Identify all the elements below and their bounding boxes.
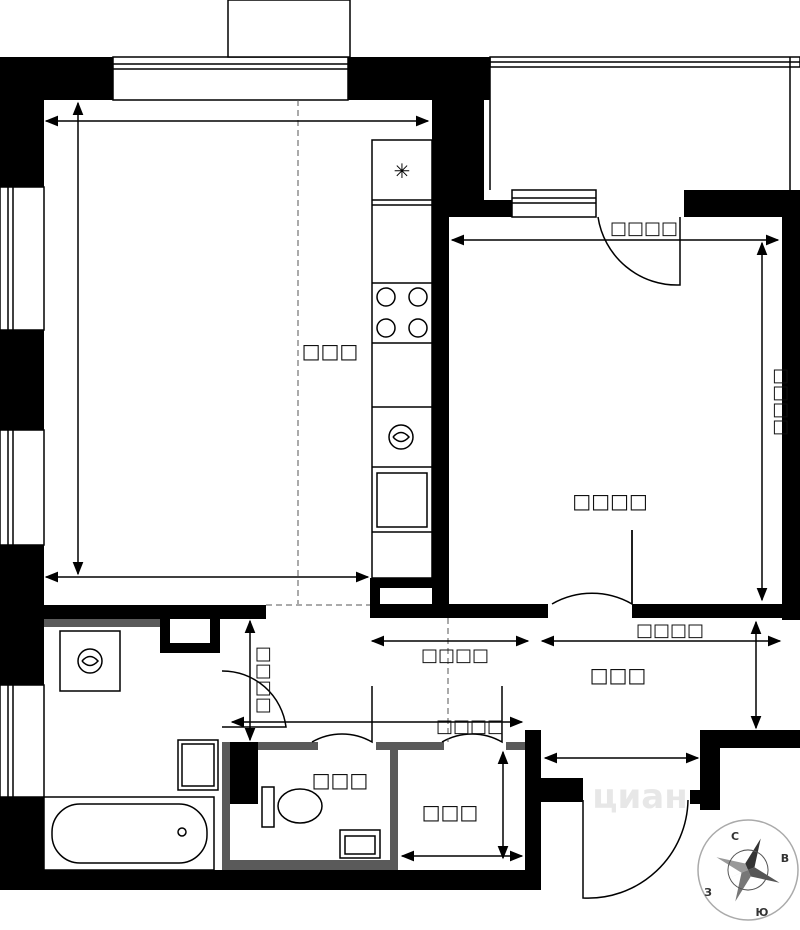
doors xyxy=(221,216,689,899)
corridor-length-label: □□□□ xyxy=(421,645,489,666)
bedroom-width-label: □□□□ xyxy=(610,218,678,239)
toilet-label: □□□ xyxy=(312,768,369,792)
bedroom-length-label: □□□□ xyxy=(771,368,792,436)
compass-south: Ю xyxy=(756,906,769,919)
kitchen-living-label: □□□ xyxy=(302,339,359,363)
bedroom-label: □□□□ xyxy=(572,489,648,513)
compass-east: В xyxy=(781,852,789,865)
bathroom-fixtures xyxy=(43,630,381,871)
freezer-icon: ✳ xyxy=(394,159,411,183)
windows xyxy=(0,0,597,798)
compass-north: С xyxy=(731,830,739,843)
passage-width-label: □□□□ xyxy=(436,716,504,737)
compass: С В Ю З xyxy=(697,819,799,921)
hall-width-label: □□□□ xyxy=(636,620,704,641)
watermark: циан xyxy=(592,777,687,817)
balcony xyxy=(489,56,800,190)
kitchen-counter xyxy=(371,139,433,579)
bath-passage-label: □□□□ xyxy=(252,646,273,714)
compass-west: З xyxy=(704,886,712,899)
partitions xyxy=(44,619,525,870)
walls xyxy=(0,57,800,890)
hall-label: □□□ xyxy=(590,663,647,687)
storage-label: □□□ xyxy=(422,800,479,824)
dimension-lines xyxy=(44,101,782,862)
